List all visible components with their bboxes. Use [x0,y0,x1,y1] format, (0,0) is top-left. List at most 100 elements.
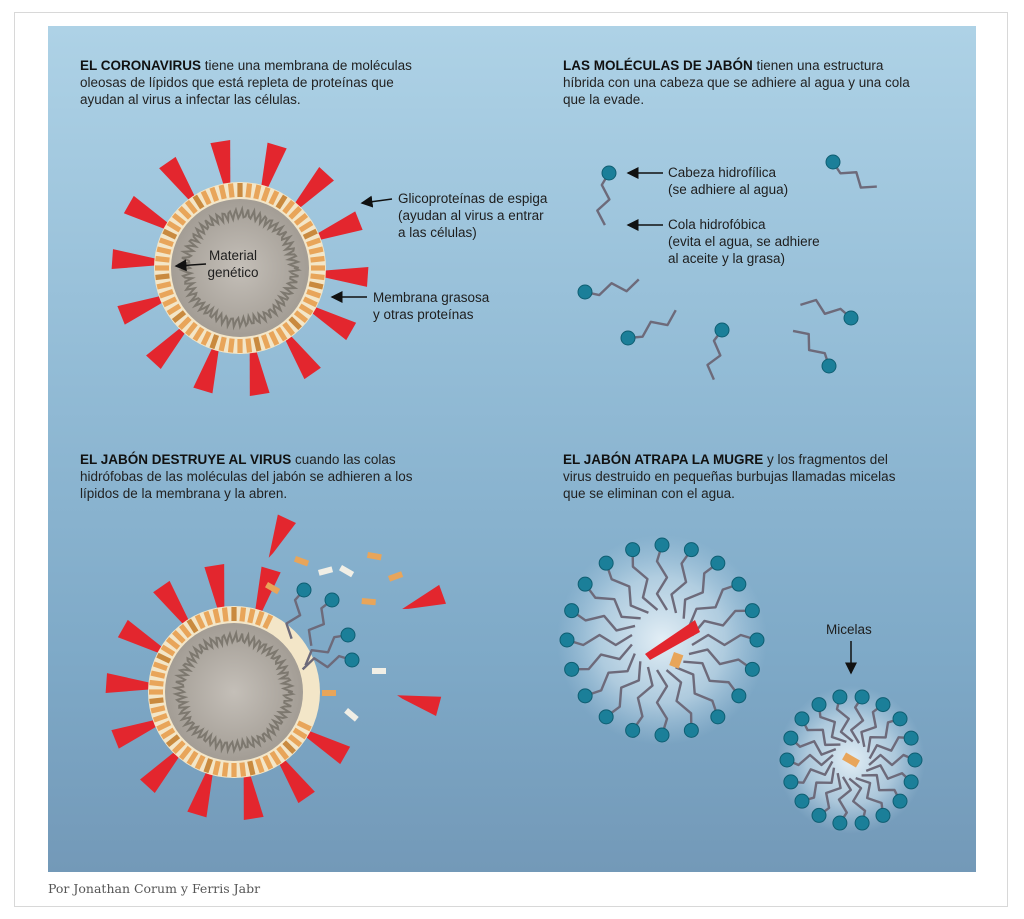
micelle-molecule-head [731,688,747,704]
lipid-segment [268,330,280,346]
broken-virus-illustration [105,563,351,821]
lipid-segment [209,186,220,202]
micelle-molecule-tail [868,736,912,760]
lipid-segment [269,750,282,766]
micelle-molecule-tail [688,583,740,627]
micelle-molecule-tail [688,648,754,671]
caption-soap-destroys-title: EL JABÓN DESTRUYE AL VIRUS [80,452,292,467]
micelle-molecule-tail [683,660,740,697]
membrane-fragment [361,598,376,606]
micelle-molecule-tail [691,633,758,647]
lipid-segment [156,652,172,664]
micelle-molecule-tail [835,696,854,743]
label-tail-line2: (evita el agua, se adhiere [668,234,820,249]
spike-protein [260,142,287,191]
label-head-line2: (se adhiere al agua) [668,182,789,197]
lipid-segment [282,321,296,337]
lipid-segment [247,608,256,624]
lipid-segment [160,644,176,657]
lipid-segment [262,754,274,770]
label-spike: Glicoproteínas de espiga (ayudan al viru… [398,190,547,241]
micelle-glow [557,535,767,745]
micelle-molecule-head [892,711,908,727]
spike-protein [293,166,334,210]
micelle-molecule-tail [849,696,865,744]
lipid-segment [221,607,229,622]
micelle-molecule-tail [570,609,636,632]
lipid-segment [262,614,274,630]
caption-coronavirus-title: EL CORONAVIRUS [80,58,202,73]
spike-protein [303,730,351,765]
micelle-molecule-head [854,689,870,705]
micelle-molecule-head [683,542,699,558]
micelle-molecule-tail [865,764,912,783]
genetic-material-strand [177,205,302,331]
lipid-segment [268,190,280,206]
lipid-segment [158,288,174,299]
spike-protein [153,580,190,627]
micelle-molecule-head [832,689,848,705]
lipid-segment [292,727,308,740]
lipid-segment [239,607,247,622]
soap-molecule-head [825,154,841,170]
trapped-fragment [842,752,860,768]
lipid-segment [282,199,296,215]
lipid-segment [310,273,325,281]
lipid-segment [149,689,163,695]
micelle-molecule-tail [605,562,649,614]
micelle-molecule-head [625,722,641,738]
label-genetic-line1: Material [208,248,257,263]
lipid-segment [254,758,265,774]
label-genetic-line2: genético [207,265,259,280]
lipid-segment [209,334,220,350]
caption-soap-molecules-title: LAS MOLÉCULAS DE JABÓN [563,58,753,73]
micelle-molecule-tail [584,653,636,697]
spike-protein [111,719,159,749]
virus-core [171,199,309,337]
lipid-segment [308,281,324,290]
micelle-molecule-tail [860,703,884,748]
spike-protein [249,348,270,397]
lipid-segment [149,679,164,687]
micelle-molecule-head [779,752,795,768]
soap-molecule-tail [792,329,831,367]
soap-molecule-head [843,310,859,326]
label-spike-line1: Glicoproteínas de espiga [398,191,548,206]
micelle-molecule-head [875,807,891,823]
lipid-segment [194,614,206,630]
micelle-molecule-head [811,807,827,823]
lipid-segment [287,734,303,748]
lipid-segment [149,697,164,705]
micelle-molecule-head [794,793,810,809]
spike-protein [204,563,225,612]
micelle-molecule-head [832,815,848,831]
membrane-fragment [265,582,281,595]
soap-molecule-tail [627,309,677,340]
micelle-molecule-head [875,697,891,713]
lipid-segment [184,199,198,215]
micelle-molecule-tail [848,777,867,824]
label-tail-line1: Cola hidrofóbica [668,217,766,232]
byline-credit: Por Jonathan Corum y Ferris Jabr [48,881,261,896]
micelle-molecule-head [559,632,575,648]
micelle-molecule-tail [691,609,753,637]
spike-pointer-arrow [360,195,393,208]
lipid-segment [296,720,312,732]
caption-coronavirus-text: tiene una membrana de moléculas oleosas … [80,58,412,107]
lipid-segment [172,630,186,644]
lipid-segment [306,288,322,299]
micelle-molecule-tail [655,669,669,736]
lipid-segment [203,758,214,774]
lipid-segment [156,246,172,255]
label-spike-line3: a las células) [398,225,477,240]
label-head-line1: Cabeza hidrofílica [668,165,777,180]
spike-protein [111,249,159,270]
trapped-fragment [669,652,684,669]
soap-molecule-tail [831,161,877,189]
micelle-molecule-head [907,752,923,768]
micelle-molecule-tail [818,772,842,817]
lipid-segment [158,237,174,248]
lipid-segment [298,220,314,233]
lipid-segment [245,338,253,353]
soap-molecule-tail [584,278,640,297]
